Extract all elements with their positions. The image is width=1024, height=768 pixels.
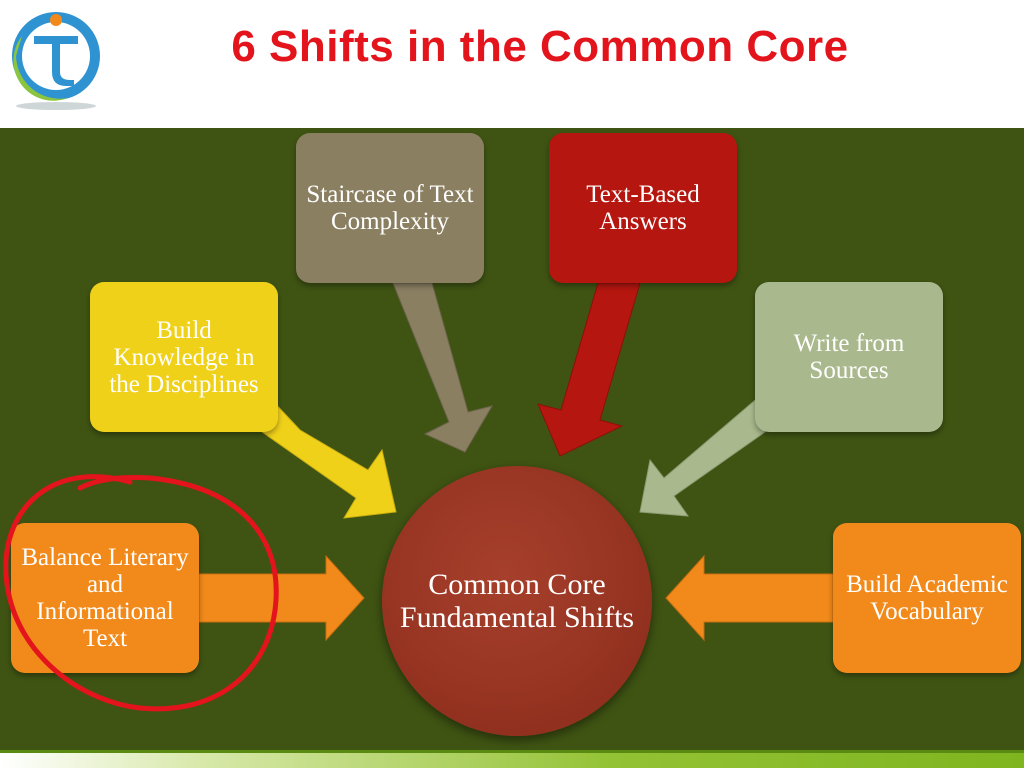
arrow-staircase (392, 282, 494, 453)
arrow-vocab (665, 554, 834, 642)
shift-label: Write from Sources (793, 330, 905, 384)
shift-text-based-box: Text-Based Answers (549, 133, 737, 283)
arrow-text-based (537, 282, 641, 457)
center-label: Common Core Fundamental Shifts (399, 568, 635, 634)
arrow-balance (198, 554, 365, 642)
shift-write-box: Write from Sources (755, 282, 943, 432)
circular-t-logo-icon (12, 12, 100, 110)
shift-vocab-box: Build Academic Vocabulary (833, 523, 1021, 673)
shift-label: Build Knowledge in the Disciplines (109, 316, 259, 398)
arrow-knowledge (247, 397, 397, 519)
shift-knowledge-box: Build Knowledge in the Disciplines (90, 282, 278, 432)
footer-bar (0, 750, 1024, 768)
slide-header: 6 Shifts in the Common Core (0, 0, 1024, 128)
shift-label: Text-Based Answers (586, 181, 700, 235)
shift-staircase-box: Staircase of Text Complexity (296, 133, 484, 283)
center-circle: Common Core Fundamental Shifts (382, 466, 652, 736)
arrow-write (639, 395, 783, 517)
shift-label: Balance Literary and Informational Text (21, 544, 189, 652)
logo (8, 6, 104, 112)
shift-label: Build Academic Vocabulary (846, 571, 1008, 625)
shift-label: Staircase of Text Complexity (306, 181, 474, 235)
footer-line (0, 750, 1024, 753)
slide-title: 6 Shifts in the Common Core (231, 22, 849, 71)
shift-balance-box: Balance Literary and Informational Text (11, 523, 199, 673)
